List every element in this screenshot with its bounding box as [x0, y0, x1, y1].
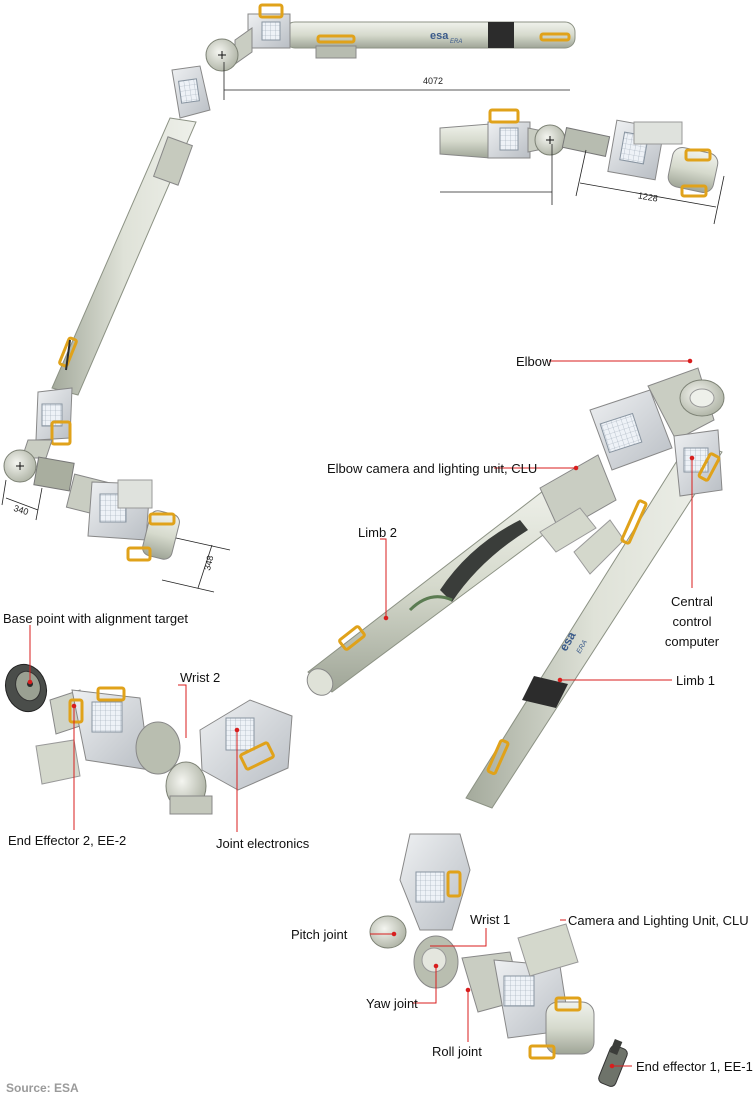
dimension-arm-length: 4072: [423, 76, 443, 86]
leader-wrist-1: [430, 928, 487, 947]
era-logo: ERA: [450, 39, 462, 45]
dimension-line: [579, 182, 717, 208]
handle-icon: [446, 870, 462, 898]
handle-icon: [554, 996, 582, 1012]
handle-icon: [68, 698, 84, 724]
diagram-artwork: esa ERA: [1, 3, 725, 1087]
label-joint-electronics: Joint electronics: [216, 836, 310, 851]
handle-icon: [50, 420, 72, 446]
dimension-base-offset: 340: [12, 503, 29, 517]
label-central-line1: Central: [671, 594, 713, 609]
handle-icon: [528, 1044, 556, 1060]
leader-limb-2: [380, 538, 387, 618]
leader-wrist-2: [178, 684, 187, 738]
handle-icon: [697, 452, 721, 482]
label-base-point: Base point with alignment target: [3, 611, 188, 626]
label-end-effector-2: End Effector 2, EE-2: [8, 833, 127, 848]
end-effector-1-tip: [598, 1039, 628, 1087]
handle-icon: [258, 3, 284, 19]
handle-icon: [680, 184, 708, 198]
leader-yaw-joint: [412, 966, 437, 1004]
era-robotic-arm-diagram: esa ERA: [1, 3, 753, 1095]
label-limb-2: Limb 2: [358, 525, 398, 540]
elbow-housing-plan: [171, 3, 291, 119]
clu-block: [35, 739, 81, 785]
label-camera-lighting-unit: Camera and Lighting Unit, CLU: [568, 913, 749, 928]
leader-lines: [27, 358, 695, 1069]
esa-logo: esa: [430, 30, 449, 42]
elbow-limbs-view: esa ERA: [306, 367, 725, 809]
yaw-joint-disc: [421, 947, 447, 973]
handle-icon: [96, 686, 126, 702]
end-effector-1-view: [369, 833, 628, 1087]
handle-icon: [620, 499, 648, 545]
clu-block: [539, 507, 597, 553]
label-wrist-1: Wrist 1: [470, 912, 511, 927]
handle-icon: [486, 738, 510, 776]
arm-plan-view: esa ERA: [1, 3, 576, 593]
handle-icon: [338, 625, 366, 651]
label-wrist-2: Wrist 2: [180, 670, 221, 685]
label-central-line3: computer: [664, 634, 720, 649]
label-pitch-joint: Pitch joint: [291, 927, 348, 942]
source-credit: Source: ESA: [6, 1081, 79, 1095]
wrist-detail-view: 1228: [439, 108, 725, 225]
end-effector-2-view: [4, 663, 293, 815]
handle-icon: [316, 34, 356, 44]
handle-icon: [126, 546, 152, 562]
clu-block: [517, 923, 579, 977]
dimension-line: [5, 497, 39, 511]
dark-band: [488, 22, 514, 48]
dimension-wrist-length: 1228: [637, 190, 658, 203]
dark-band: [522, 676, 568, 708]
handle-icon: [488, 108, 520, 124]
handle-icon: [148, 512, 176, 526]
dimension-end-diameter: 348: [202, 554, 215, 571]
handle-icon: [58, 336, 78, 368]
base-point-target: [4, 663, 48, 713]
upper-limb-horizontal: esa ERA: [284, 21, 576, 59]
label-roll-joint: Roll joint: [432, 1044, 482, 1059]
label-central-control-computer: Central control computer: [656, 594, 728, 649]
label-end-effector-1: End effector 1, EE-1: [636, 1059, 753, 1074]
dimension-line: [197, 544, 213, 589]
label-elbow-camera: Elbow camera and lighting unit, CLU: [327, 461, 538, 476]
label-limb-1: Limb 1: [676, 673, 716, 688]
handle-icon: [684, 148, 712, 162]
handle-icon: [539, 32, 571, 42]
label-elbow: Elbow: [516, 354, 552, 369]
label-yaw-joint: Yaw joint: [366, 996, 418, 1011]
label-central-line2: control: [672, 614, 712, 629]
diagonal-limb: [51, 117, 197, 396]
pitch-joint-disc: [369, 915, 407, 949]
handle-icon: [239, 741, 275, 771]
